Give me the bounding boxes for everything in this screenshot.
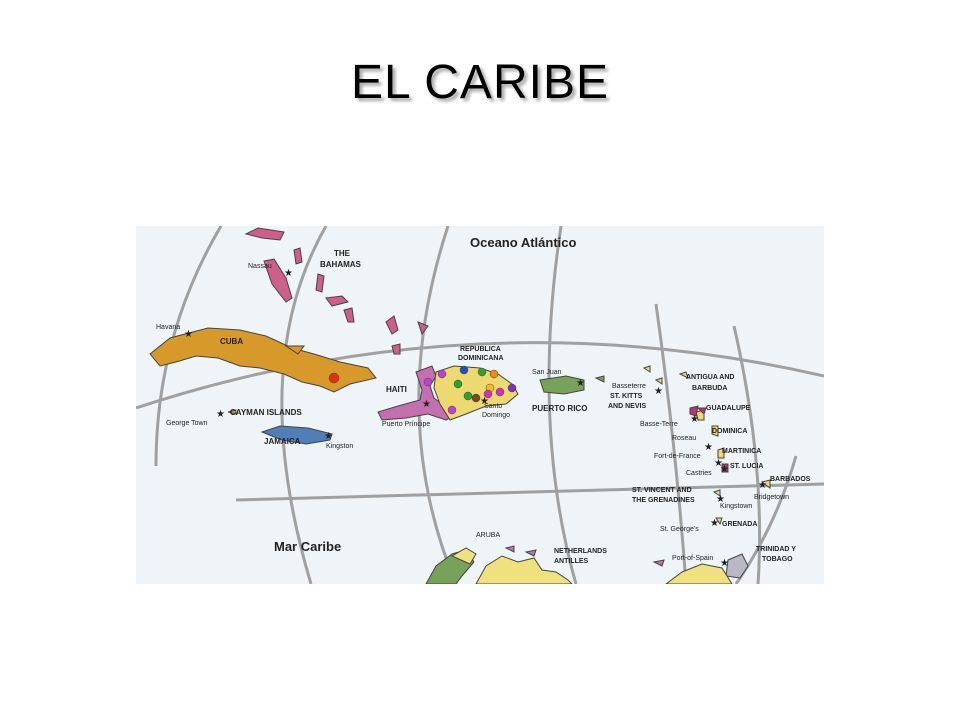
svg-text:★: ★ — [422, 399, 431, 410]
svg-text:★: ★ — [690, 414, 699, 425]
label-kingston-jm: Kingston — [326, 443, 353, 450]
label-caribbean: Mar Caribe — [274, 539, 341, 554]
trinidad-shape — [725, 553, 749, 579]
label-castries: Castries — [686, 470, 712, 477]
svg-text:★: ★ — [324, 431, 333, 442]
label-guadalupe: GUADALUPE — [706, 405, 751, 412]
label-puerto-principe: Puerto Príncipe — [382, 421, 430, 428]
label-bridgetown: Bridgetown — [754, 494, 789, 501]
label-svg-2: THE GRENADINES — [632, 497, 695, 504]
venezuela-coast-shape — [475, 555, 573, 584]
svg-text:★: ★ — [576, 378, 585, 389]
label-bahamas-1: THE — [334, 249, 351, 258]
label-skn-2: AND NEVIS — [608, 403, 646, 410]
svg-text:★: ★ — [654, 386, 663, 397]
label-rd-1: REPUBLICA — [460, 346, 501, 353]
svg-text:★: ★ — [720, 464, 729, 475]
svg-text:★: ★ — [716, 494, 725, 505]
label-barbados: BARBADOS — [770, 476, 811, 483]
caribbean-map: ★ ★ ★ ★ ★ ★ ★ ★ ★ ★ ★ ★ ★ ★ ★ ★ Oceano A… — [136, 226, 824, 584]
map-svg: ★ ★ ★ ★ ★ ★ ★ ★ ★ ★ ★ ★ ★ ★ ★ ★ Oceano A… — [136, 226, 824, 584]
label-roseau: Roseau — [672, 435, 696, 442]
label-jamaica: JAMAICA — [264, 437, 301, 446]
label-st-georges: St. George's — [660, 526, 699, 533]
svg-text:★: ★ — [714, 458, 723, 469]
lesser-antilles-shapes — [642, 365, 771, 526]
bahamas-shape — [244, 227, 429, 355]
cayman-shape — [227, 409, 237, 415]
label-havana: Havana — [156, 324, 180, 331]
cuba-shape — [149, 327, 377, 393]
dominican-republic-shape — [433, 365, 519, 421]
label-basseterre: Basseterre — [612, 383, 646, 390]
capital-stars: ★ ★ ★ ★ ★ ★ ★ ★ ★ ★ ★ ★ ★ ★ ★ ★ — [184, 268, 767, 569]
label-cayman: CAYMAN ISLANDS — [230, 408, 302, 417]
label-aruba: ARUBA — [476, 532, 500, 539]
label-san-juan: San Juan — [532, 369, 562, 376]
label-puerto-rico: PUERTO RICO — [532, 404, 587, 413]
label-fort-de-france: Fort-de-France — [654, 453, 701, 460]
label-stlucia: ST. LUCIA — [730, 463, 763, 470]
label-bahamas-2: BAHAMAS — [320, 260, 362, 269]
label-santo-1: Santo — [484, 403, 502, 410]
svg-text:★: ★ — [216, 409, 225, 420]
svg-text:★: ★ — [184, 329, 193, 340]
label-cuba: CUBA — [220, 337, 243, 346]
jamaica-shape — [260, 425, 333, 445]
svg-text:★: ★ — [710, 518, 719, 529]
svg-text:★: ★ — [284, 268, 293, 279]
label-tt-2: TOBAGO — [762, 556, 793, 563]
svg-text:★: ★ — [704, 442, 713, 453]
label-santo-2: Domingo — [482, 412, 510, 419]
label-kingstown: Kingstown — [720, 503, 752, 510]
slide-title: EL CARIBE — [351, 56, 609, 109]
svg-text:★: ★ — [480, 396, 489, 407]
stlucia-shape — [721, 463, 729, 473]
label-grenada: GRENADA — [722, 521, 757, 528]
svg-text:★: ★ — [720, 558, 729, 569]
label-dominica: DOMINICA — [712, 428, 747, 435]
svg-text:★: ★ — [758, 480, 767, 491]
province-dots — [328, 365, 517, 415]
label-na-1: NETHERLANDS — [554, 548, 607, 555]
label-basse-terre: Basse-Terre — [640, 421, 678, 428]
puerto-rico-shape — [539, 375, 585, 395]
guajira-shape — [450, 547, 477, 565]
label-skn-1: ST. KITTS — [610, 393, 643, 400]
label-port-of-spain: Port-of-Spain — [672, 555, 713, 562]
cuba-islet — [284, 345, 305, 355]
haiti-shape — [377, 365, 460, 421]
abc-islands-shapes — [504, 545, 665, 567]
virgin-islands-shape — [594, 375, 605, 383]
label-martinica: MARTINICA — [722, 448, 761, 455]
label-antigua-1: ANTIGUA AND — [686, 374, 734, 381]
guadalupe-shape — [689, 405, 707, 417]
venezuela-east-shape — [665, 563, 733, 584]
label-georgetown: George Town — [166, 420, 208, 427]
label-nassau: Nassau — [248, 263, 272, 270]
label-svg-1: ST. VINCENT AND — [632, 487, 692, 494]
label-haiti: HAITI — [386, 385, 407, 394]
label-atlantic: Oceano Atlántico — [470, 235, 576, 250]
label-rd-2: DOMINICANA — [458, 355, 504, 362]
label-tt-1: TRINIDAD Y — [756, 546, 796, 553]
label-na-2: ANTILLES — [554, 558, 589, 565]
label-antigua-2: BARBUDA — [692, 385, 727, 392]
